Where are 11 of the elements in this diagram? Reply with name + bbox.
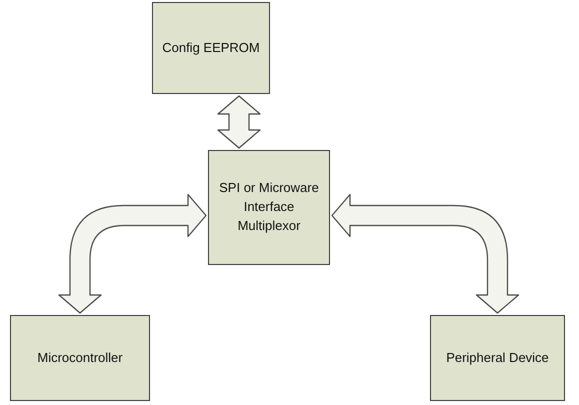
block-arrow [58,194,207,314]
block-label: SPI or Microware Interface Multiplexor [218,179,320,235]
block [208,150,330,265]
block [152,2,270,94]
block-arrow [217,95,261,149]
block-arrow [331,194,520,314]
block [10,315,150,401]
block-label: Config EEPROM [162,38,260,57]
block [430,315,565,401]
block-label: Microcontroller [37,348,123,367]
block-label: Peripheral Device [446,348,549,367]
